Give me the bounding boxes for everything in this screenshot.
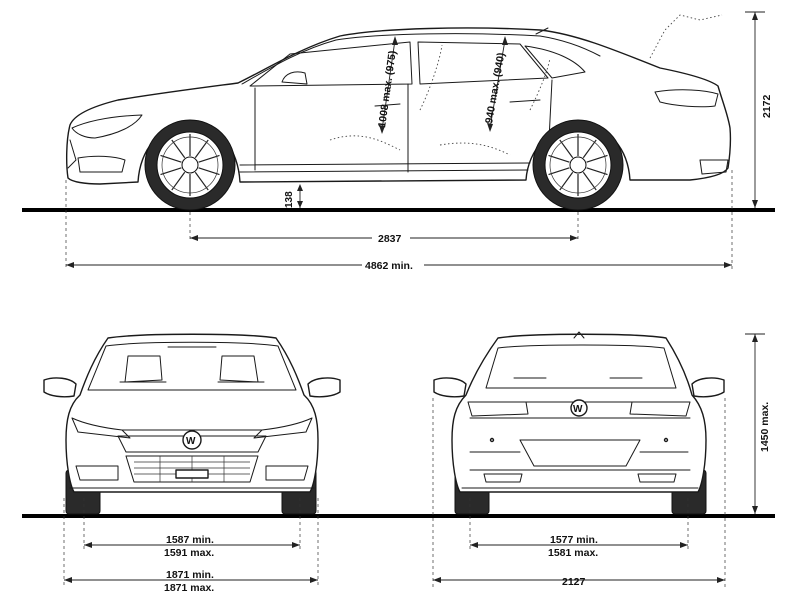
ground-clearance-dimension xyxy=(297,184,303,208)
front-track-min-label: 1587 min. xyxy=(166,534,214,546)
headroom-rear-arrow xyxy=(487,36,508,132)
overall-height-dimension xyxy=(745,11,765,208)
vehicle-height-label: 1450 max. xyxy=(759,402,771,452)
side-car-body xyxy=(65,14,732,185)
front-width-min-label: 1871 min. xyxy=(166,569,214,581)
wheelbase-label: 2837 xyxy=(378,233,402,245)
rear-width-label: 2127 xyxy=(562,576,586,588)
overall-length-label: 4862 min. xyxy=(365,260,413,272)
overall-height-label: 2172 xyxy=(761,94,773,118)
front-width-max-label: 1871 max. xyxy=(164,582,214,594)
rear-view: W 1577 min. 1581 max. 2127 xyxy=(432,331,771,588)
vehicle-height-dimension xyxy=(745,333,765,514)
rear-car-body: W xyxy=(433,331,725,515)
front-license-plate xyxy=(175,469,209,479)
front-track-max-label: 1591 max. xyxy=(164,547,214,559)
front-car-body: W xyxy=(43,333,341,515)
side-view: 1008 max. (975) 940 max. (940) 138 2172 xyxy=(22,11,775,272)
front-width-dimension xyxy=(64,577,318,583)
rear-track-max-label: 1581 max. xyxy=(548,547,598,559)
length-label-bg xyxy=(362,258,424,271)
front-vw-logo: W xyxy=(186,436,196,447)
front-track-dimension xyxy=(84,542,300,548)
rear-track-dimension xyxy=(470,542,688,548)
wheelbase-label-bg xyxy=(372,231,410,244)
rear-vw-logo: W xyxy=(573,404,583,415)
rear-track-min-label: 1577 min. xyxy=(550,534,598,546)
side-front-wheel xyxy=(144,119,236,211)
headroom-front-arrow xyxy=(379,36,398,134)
ground-clearance-label: 138 xyxy=(284,191,295,208)
rear-width-dimension xyxy=(433,577,725,583)
front-view: W 1587 min. 1591 max. 1871 min. 1871 max… xyxy=(22,333,775,594)
side-rear-wheel xyxy=(532,119,624,211)
